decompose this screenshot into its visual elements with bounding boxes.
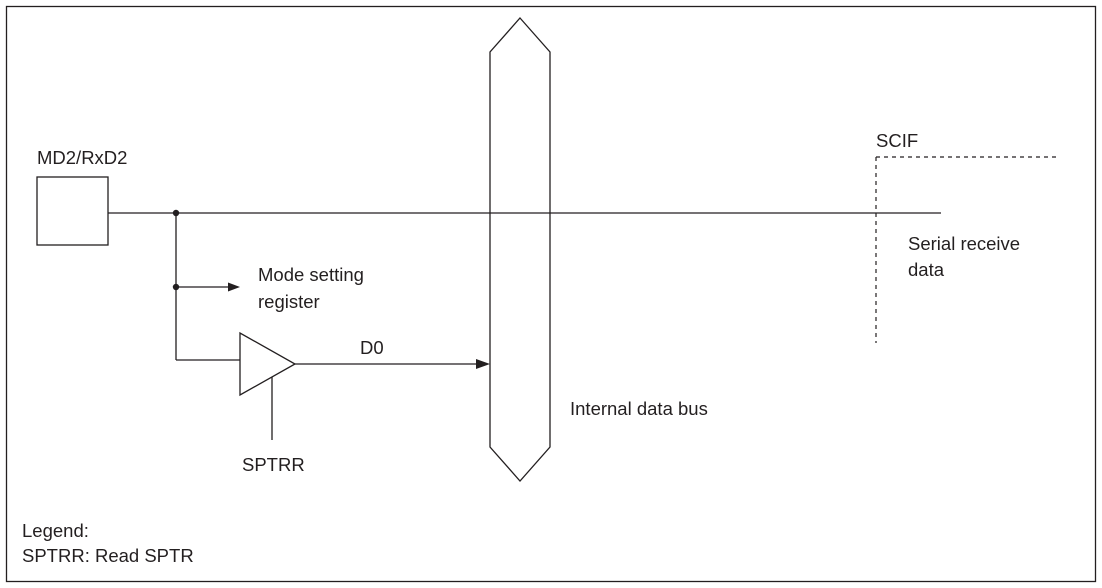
legend-entry: SPTRR: Read SPTR — [22, 545, 194, 566]
buffer-triangle — [239, 331, 297, 397]
mode-arrow-head — [228, 282, 240, 292]
d0-label: D0 — [360, 337, 384, 358]
scif-label: SCIF — [876, 130, 918, 151]
pin-box — [36, 176, 109, 246]
mode-register-label-line2: register — [258, 291, 320, 312]
legend-title: Legend: — [22, 520, 89, 541]
mode-register-label-line1: Mode setting — [258, 264, 364, 285]
sptrr-label: SPTRR — [242, 454, 305, 475]
pin-label: MD2/RxD2 — [37, 147, 127, 168]
serial-receive-label-line2: data — [908, 259, 945, 280]
internal-data-bus — [489, 17, 551, 482]
serial-receive-label-line1: Serial receive — [908, 233, 1020, 254]
d0-arrow-head — [476, 359, 490, 369]
diagram-frame — [5, 5, 1097, 583]
bus-label: Internal data bus — [570, 398, 708, 419]
